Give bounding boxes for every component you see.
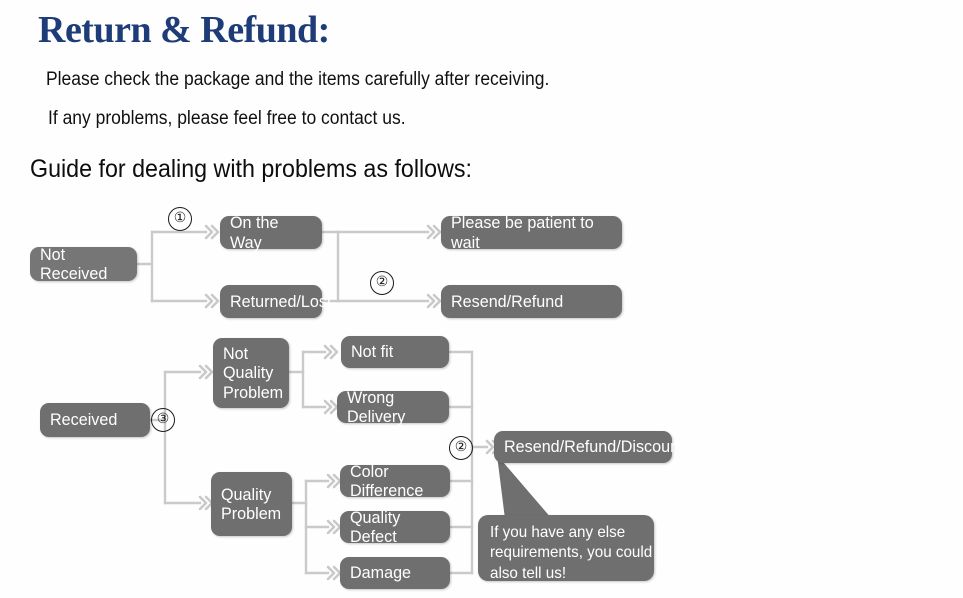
- step-number-1: ①: [168, 207, 192, 231]
- page-title: Return & Refund:: [38, 9, 330, 51]
- step-number-2-top: ②: [370, 271, 394, 295]
- node-not-received[interactable]: Not Received: [30, 245, 137, 283]
- callout-tail: [497, 455, 552, 519]
- callout-line-2: requirements, you could: [490, 544, 653, 562]
- callout-line-3: also tell us!: [490, 564, 567, 582]
- node-returned-lost[interactable]: Returned/Lost: [220, 285, 331, 318]
- intro-line-2: If any problems, please feel free to con…: [48, 108, 406, 129]
- node-on-the-way[interactable]: On the Way: [220, 213, 322, 252]
- intro-line-1: Please check the package and the items c…: [46, 69, 550, 90]
- node-color-difference[interactable]: Color Difference: [340, 462, 450, 500]
- guide-heading: Guide for dealing with problems as follo…: [30, 155, 472, 183]
- node-damage[interactable]: Damage: [340, 557, 450, 589]
- node-not-fit[interactable]: Not fit: [341, 336, 449, 368]
- node-please-be-patient[interactable]: Please be patient to wait: [441, 213, 622, 252]
- node-wrong-delivery[interactable]: Wrong Delivery: [337, 388, 449, 426]
- node-resend-refund-discount[interactable]: Resend/Refund/Discount: [494, 431, 684, 463]
- callout-bubble[interactable]: If you have any else requirements, you c…: [478, 515, 654, 582]
- node-resend-refund[interactable]: Resend/Refund: [441, 285, 622, 318]
- step-number-3: ③: [151, 408, 175, 432]
- node-quality-defect[interactable]: Quality Defect: [340, 508, 450, 546]
- node-received[interactable]: Received: [40, 403, 150, 437]
- node-quality-problem[interactable]: Quality Problem: [211, 472, 292, 536]
- step-number-2-bottom: ②: [449, 436, 473, 460]
- node-not-quality-problem[interactable]: Not Quality Problem: [213, 338, 289, 408]
- callout-line-1: If you have any else: [490, 524, 626, 541]
